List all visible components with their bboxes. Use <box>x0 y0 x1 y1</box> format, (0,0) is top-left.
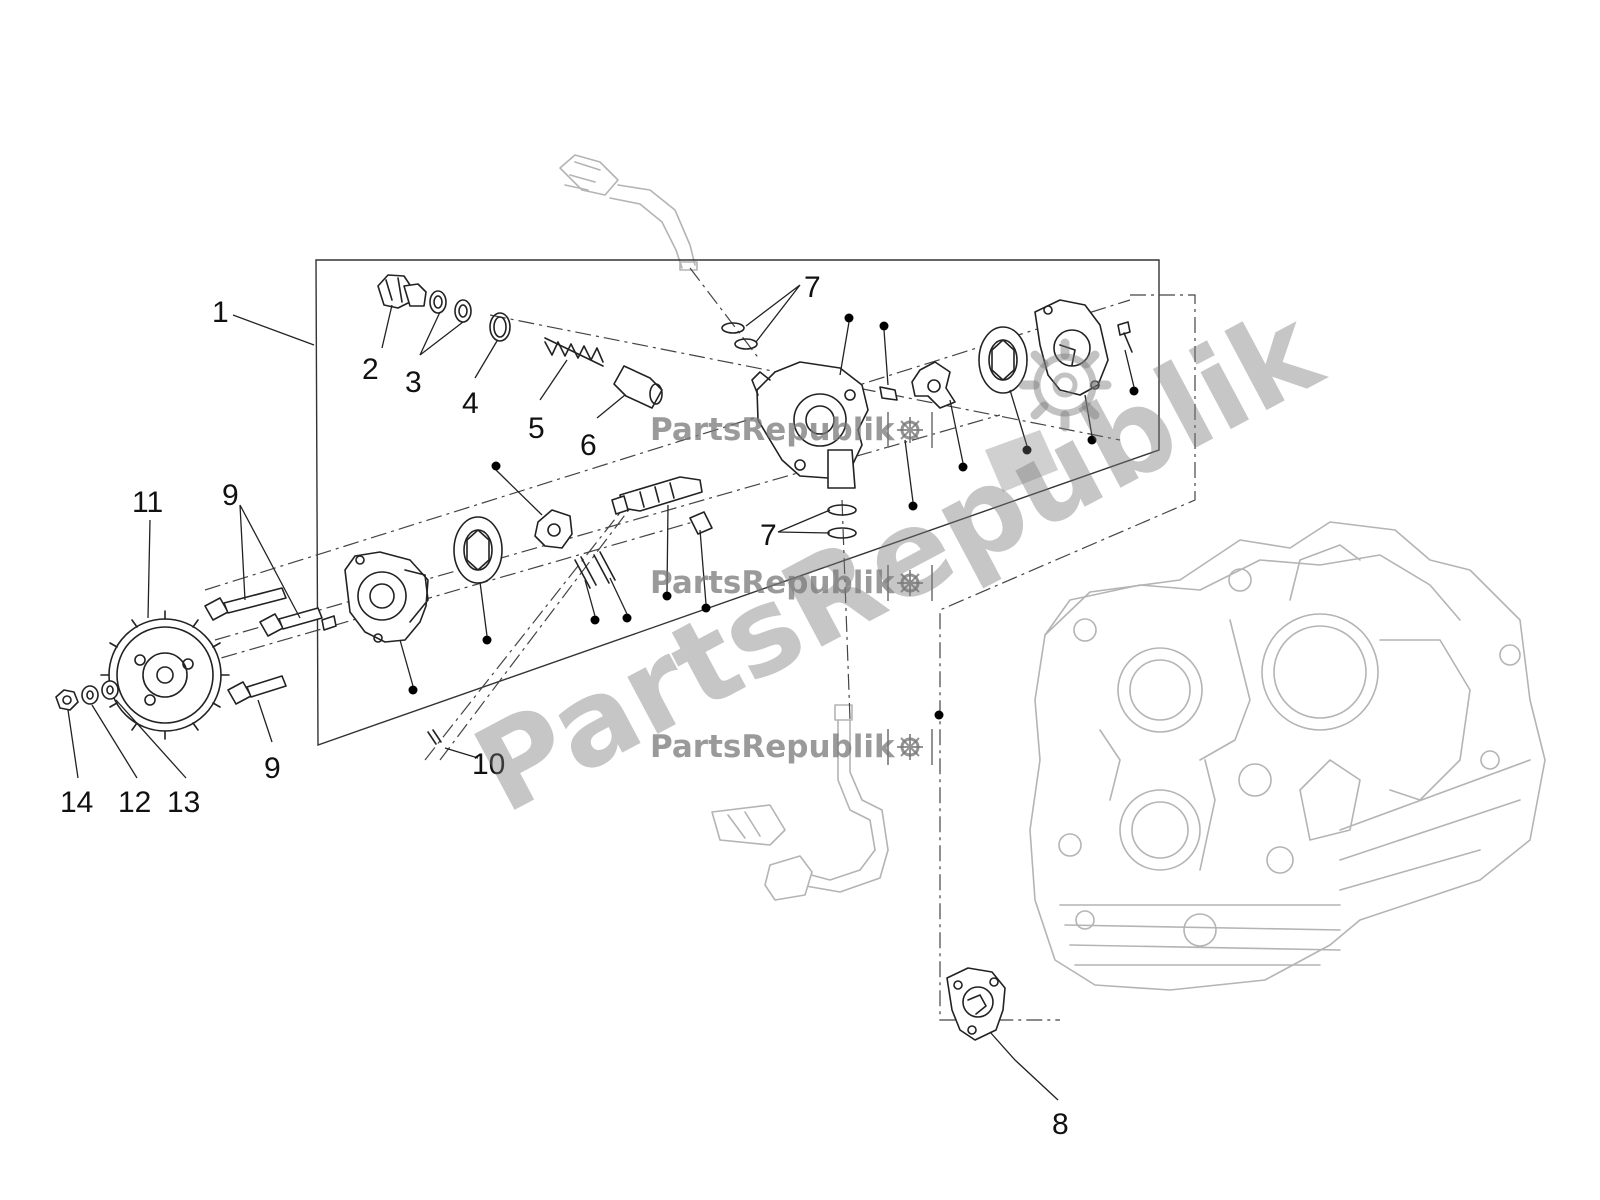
watermark-gear-logo-large <box>985 338 1112 492</box>
rotor-ring-top <box>978 326 1028 394</box>
watermark-small-3: PartsRepublik <box>650 729 933 765</box>
wrench-icon <box>985 430 1058 492</box>
callout-10: 10 <box>472 748 505 781</box>
part-12-washer <box>81 685 99 705</box>
shaft <box>611 476 703 515</box>
watermark-small-2: PartsRepublik <box>650 565 933 601</box>
watermark-small-text-2: PartsRepublik <box>650 565 896 601</box>
small-screw-top <box>1117 321 1133 353</box>
gear-icon <box>897 417 923 443</box>
callout-4: 4 <box>462 387 479 420</box>
part-13-washer <box>101 680 119 700</box>
callout-11: 11 <box>132 486 163 519</box>
small-screw-bottom <box>321 615 337 631</box>
pump-housing <box>344 551 429 643</box>
callout-7-bottom: 7 <box>760 519 777 552</box>
part-4-o-ring <box>489 312 511 342</box>
part-9-bolt-lower <box>227 675 287 705</box>
part-3-washers <box>429 290 472 323</box>
gear-icon <box>1018 338 1112 432</box>
callout-12: 12 <box>118 786 151 819</box>
part-9-bolt-upper-1 <box>204 587 287 621</box>
bushing <box>689 511 713 535</box>
pump-cover-plate <box>1034 299 1109 396</box>
gear-icon <box>897 734 923 760</box>
watermark-small-text-1: PartsRepublik <box>650 412 896 448</box>
callout-7-top: 7 <box>804 271 821 304</box>
marker-dot-leaders <box>399 321 1135 687</box>
part-2-plug <box>377 274 427 309</box>
pump-body <box>751 361 869 489</box>
part-5-spring <box>544 337 604 367</box>
part-9-bolt-upper-2 <box>259 607 323 637</box>
rotor-star-top <box>911 361 956 409</box>
gear-icon <box>897 570 923 596</box>
watermark-small-text-3: PartsRepublik <box>650 729 896 765</box>
part-11-gear <box>100 610 230 740</box>
pin-top <box>879 386 898 401</box>
pins-bottom <box>574 551 616 589</box>
callout-9-bottom: 9 <box>264 752 281 785</box>
assembly-frame <box>315 259 1160 746</box>
callout-3: 3 <box>405 366 422 399</box>
rotor-star-bottom <box>534 509 573 549</box>
callout-1: 1 <box>212 296 229 329</box>
rotor-ring-bottom <box>453 516 503 584</box>
part-10-pin <box>427 729 442 745</box>
callout-2: 2 <box>362 353 379 386</box>
callout-8: 8 <box>1052 1108 1069 1141</box>
marker-dots <box>408 313 1139 720</box>
callout-6: 6 <box>580 429 597 462</box>
part-8-gasket-plate <box>946 967 1006 1041</box>
callout-13: 13 <box>167 786 200 819</box>
watermark-small-1: PartsRepublik <box>650 412 933 448</box>
crankcase-ghost <box>1029 521 1546 991</box>
crankcase-frame-dashed <box>939 294 1196 1021</box>
callout-5: 5 <box>528 412 545 445</box>
callout-leaders <box>67 284 1059 1101</box>
part-14-nut <box>55 689 79 711</box>
part-7-o-rings-top <box>721 322 758 350</box>
callout-14: 14 <box>60 786 93 819</box>
callout-labels: 1 2 3 4 5 6 7 7 8 9 9 10 11 12 13 14 <box>60 271 1069 1141</box>
oil-pipe-ghost-bottom <box>711 704 889 901</box>
part-6-valve <box>613 365 663 409</box>
oil-pipe-ghost-top <box>559 154 698 271</box>
callout-9-top: 9 <box>222 479 239 512</box>
